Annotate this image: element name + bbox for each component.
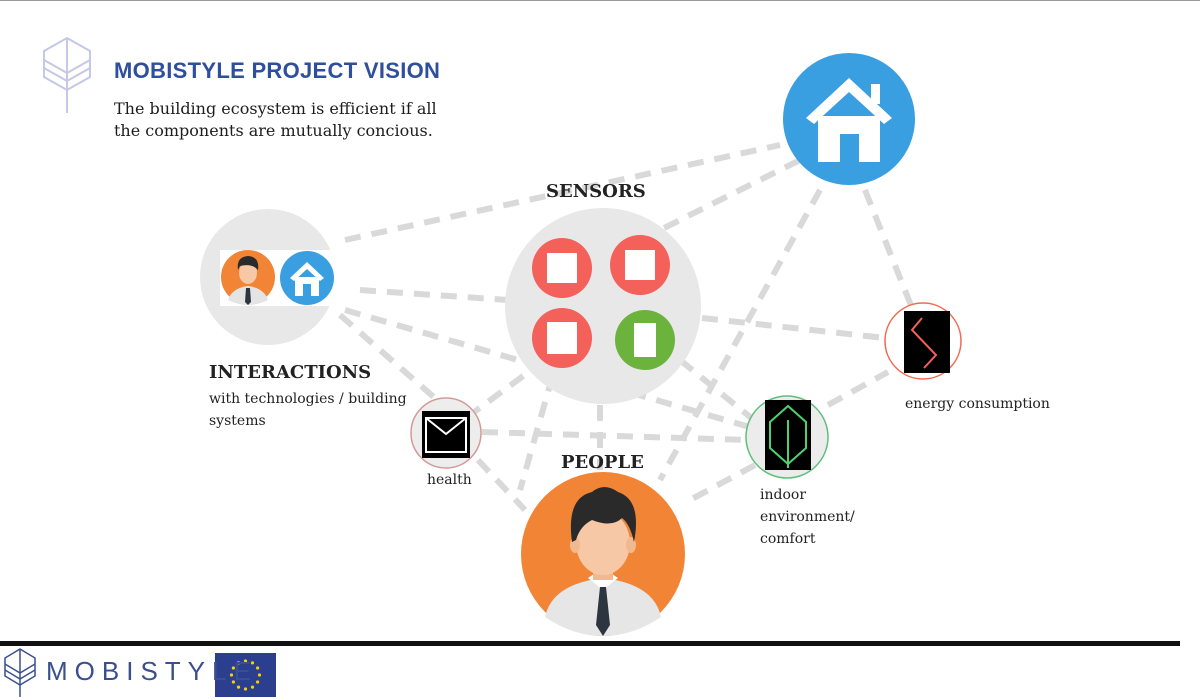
eu-star <box>257 673 262 677</box>
connector <box>344 142 781 243</box>
envelope-icon <box>422 411 470 458</box>
people-label: PEOPLE <box>561 452 644 473</box>
energy-node <box>884 302 962 380</box>
top-border <box>0 0 1200 1</box>
connector <box>475 457 528 513</box>
house-icon <box>806 78 892 162</box>
eu-star <box>250 685 255 689</box>
interactions-caption: with technologies / building systems <box>209 388 407 432</box>
eu-star <box>236 661 241 665</box>
eu-star <box>231 680 235 684</box>
sensor-icon <box>532 238 592 298</box>
connector <box>688 462 757 503</box>
connector <box>657 188 823 482</box>
eu-star <box>229 673 234 677</box>
health-label: health <box>427 472 472 488</box>
interactions-node <box>200 209 340 345</box>
connector <box>359 287 509 303</box>
indoor-label-line: environment/ <box>760 509 855 525</box>
eu-star <box>256 680 260 684</box>
eu-star <box>231 666 235 670</box>
connector <box>638 157 802 243</box>
leaf-logo-icon <box>4 648 36 697</box>
eu-star <box>243 659 248 663</box>
indoor-label: indoor environment/ comfort <box>760 484 855 550</box>
footer-divider <box>0 641 1180 646</box>
sensor-icon <box>615 310 675 370</box>
sensor-icon <box>610 235 670 295</box>
eu-star <box>236 685 241 689</box>
connector <box>481 429 749 443</box>
subtitle-line: The building ecosystem is efficient if a… <box>114 99 437 118</box>
interactions-caption-line: systems <box>209 413 266 429</box>
connector <box>678 357 762 428</box>
indoor-label-line: comfort <box>760 531 816 547</box>
footer-brand: MOBISTYLE <box>46 656 258 686</box>
person-icon <box>545 487 661 636</box>
eu-flag-icon <box>215 653 276 697</box>
connector <box>826 369 890 408</box>
building-node <box>783 53 915 185</box>
health-node <box>410 397 482 469</box>
eu-star <box>256 666 260 670</box>
eu-star <box>243 687 248 691</box>
sensors-circle <box>505 208 701 404</box>
subtitle-line: the components are mutually concious. <box>114 121 433 140</box>
eu-star <box>250 661 255 665</box>
sensor-icon <box>532 308 592 368</box>
indoor-node <box>745 395 829 479</box>
sensors-node <box>505 208 701 404</box>
interactions-label: INTERACTIONS <box>209 362 372 383</box>
leaf-logo-icon <box>43 36 91 113</box>
energy-icon <box>904 311 950 373</box>
house-icon <box>280 251 334 305</box>
connector <box>862 188 915 310</box>
connector <box>701 315 886 341</box>
page-title: MOBISTYLE PROJECT VISION <box>114 58 441 83</box>
page-subtitle: The building ecosystem is efficient if a… <box>114 98 474 142</box>
connector <box>517 349 563 491</box>
people-node <box>521 472 685 636</box>
interactions-caption-line: with technologies / building <box>209 391 407 407</box>
energy-label: energy consumption <box>905 396 1050 412</box>
sensors-label: SENSORS <box>546 181 646 202</box>
indoor-label-line: indoor <box>760 487 807 503</box>
person-icon <box>221 250 275 305</box>
leaf-icon <box>765 400 811 470</box>
